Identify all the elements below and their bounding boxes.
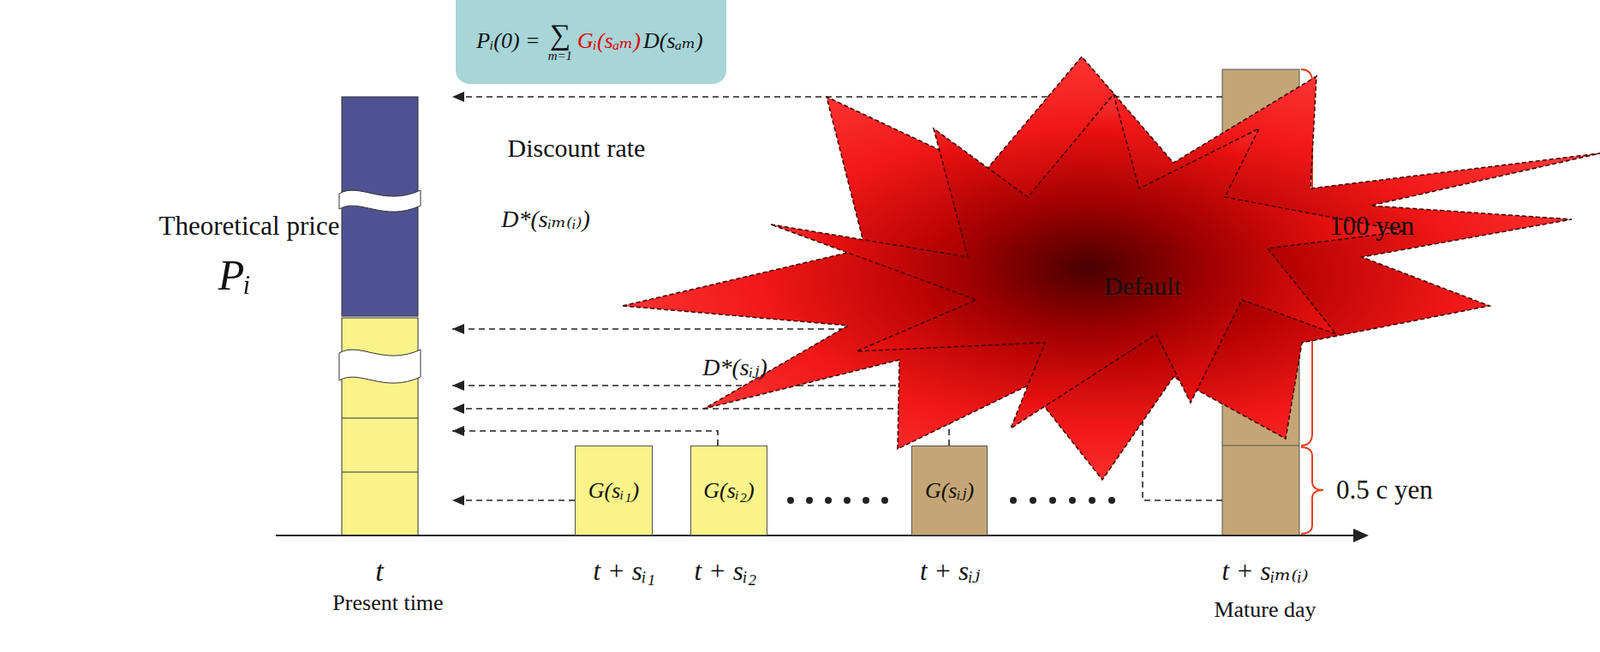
sum-index: m=1: [548, 49, 573, 63]
sum-symbol: ∑: [549, 20, 571, 50]
ellipsis-dot: [1049, 496, 1057, 504]
bar-divider: [341, 471, 418, 473]
ellipsis-dot: [1088, 496, 1096, 504]
box-text: G(sᵢⱼ): [925, 477, 974, 504]
axis-title: Theoretical price: [159, 210, 341, 242]
ellipsis-dot: [824, 496, 832, 504]
formula-term: Pᵢ(0) =: [476, 28, 540, 54]
discount-arrow: [452, 408, 950, 446]
annotation: Discount rate: [507, 133, 646, 164]
burst-outline: [622, 51, 1600, 484]
amount-label: 100 yen: [1329, 210, 1415, 242]
time-caption: Mature day: [1213, 597, 1316, 623]
brace: [1301, 447, 1324, 534]
discount-factor: D*(sᵢⱼ): [702, 353, 768, 382]
bar-break: [339, 190, 421, 212]
ellipsis-dot: [881, 496, 889, 504]
time-axis: [275, 534, 1357, 537]
ellipsis-dot: [1108, 496, 1116, 504]
time-label: t + sᵢ₁: [593, 555, 657, 587]
cash-flow-box: G(sᵢ₁): [574, 445, 653, 536]
time-label: t + sᵢⱼ: [919, 555, 980, 587]
axis-arrow-head: [1353, 528, 1369, 543]
discount-arrow: [452, 430, 718, 446]
formula-term: D(sₐₘ): [643, 28, 704, 54]
formula-box: Pᵢ(0) =∑m=1Gᵢ(sₐₘ)D(sₐₘ): [455, 0, 727, 84]
ellipsis-dot: [1009, 496, 1017, 504]
burst-shape: [622, 56, 1600, 480]
bar-break: [339, 349, 421, 383]
discount-arrow: [452, 499, 575, 502]
sum-block: ∑m=1: [548, 20, 573, 63]
bar-divider: [341, 417, 418, 419]
price-symbol: Pᵢ: [218, 250, 251, 301]
burst-shape: [770, 94, 1405, 429]
ellipsis-dot: [787, 496, 795, 504]
discount-factor: D*(sᵢₘ₍ᵢ₎): [501, 205, 591, 233]
time-label: t: [375, 554, 383, 588]
box-text: G(sᵢ₂): [703, 477, 754, 504]
time-label: t + sᵢₘ₍ᵢ₎: [1221, 555, 1308, 587]
ellipsis-dot: [1068, 496, 1076, 504]
bar-divider: [1222, 445, 1300, 447]
default-burst: Default: [622, 51, 1600, 484]
box-text: G(sᵢ₁): [588, 477, 639, 504]
ellipsis-dot: [843, 496, 851, 504]
ellipsis-dot: [1029, 496, 1037, 504]
cash-flow-box: G(sᵢ₂): [690, 445, 768, 536]
time-label: t + sᵢ₂: [694, 555, 758, 587]
formula-row: Pᵢ(0) =∑m=1Gᵢ(sₐₘ)D(sₐₘ): [476, 20, 705, 63]
burst-text: Default: [1104, 271, 1182, 302]
amount-label: 0.5 c yen: [1336, 474, 1433, 506]
time-caption: Present time: [332, 590, 443, 616]
formula-term: Gᵢ(sₐₘ): [577, 28, 641, 54]
cash-flow-box: G(sᵢⱼ): [911, 445, 988, 536]
ellipsis-dot: [862, 496, 870, 504]
ellipsis-dot: [805, 496, 813, 504]
